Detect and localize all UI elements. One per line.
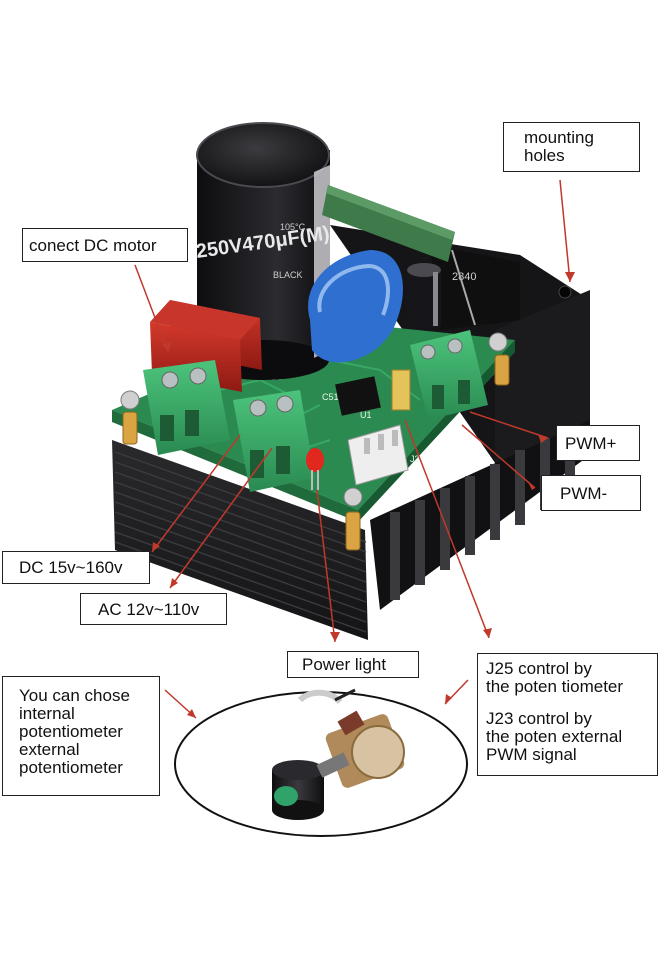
label-dc-input: DC 15v~160v xyxy=(2,551,150,584)
label-j23-line2: the poten external xyxy=(486,727,623,746)
power-led xyxy=(306,448,324,490)
leader-lines xyxy=(134,179,571,719)
blue-capacitor xyxy=(308,250,403,363)
label-pwm-minus-text: PWM- xyxy=(560,484,608,503)
silkscreen-c5: C51 xyxy=(322,392,339,402)
label-mounting-holes: mounting holes xyxy=(503,122,640,172)
label-j25-line2: the poten tiometer xyxy=(486,677,624,696)
label-pwm-plus: PWM+ xyxy=(556,425,640,461)
potentiometer-knob xyxy=(272,752,350,820)
terminal-block-pwm xyxy=(410,330,488,420)
terminal-block-power xyxy=(233,390,315,492)
jumper-header xyxy=(391,369,411,411)
label-dc-input-text: DC 15v~160v xyxy=(19,558,123,577)
ic-chip xyxy=(335,376,381,416)
label-conect-dc-motor: conect DC motor xyxy=(22,228,188,262)
label-potentiometer-line5: potentiometer xyxy=(19,758,123,777)
label-j25-line1: J25 control by xyxy=(486,659,592,678)
label-power-light-text: Power light xyxy=(302,655,387,674)
mounting-hole xyxy=(558,285,572,299)
small-capacitor xyxy=(407,263,441,328)
label-mounting-holes-line1: mounting xyxy=(524,128,594,147)
label-j23-line3: PWM signal xyxy=(486,745,577,764)
potentiometer-inset xyxy=(174,688,468,837)
label-pwm-plus-text: PWM+ xyxy=(565,434,617,453)
power-transistor xyxy=(430,245,520,330)
brass-standoffs xyxy=(122,354,510,551)
label-potentiometer-line2: internal xyxy=(19,704,75,723)
label-power-light: Power light xyxy=(287,651,419,678)
label-mounting-holes-line2: holes xyxy=(524,146,565,165)
potentiometer-body xyxy=(325,710,405,788)
label-ac-input-text: AC 12v~110v xyxy=(98,600,200,619)
silkscreen-u1: U1 xyxy=(360,410,372,420)
heatsink xyxy=(112,225,590,640)
transistor-marking: 2840 xyxy=(452,271,476,283)
leader-arrowheads xyxy=(152,272,575,718)
label-potentiometer-line3: potentiometer xyxy=(19,722,123,741)
silkscreen-j2: J2 xyxy=(410,454,420,464)
pwm-connector xyxy=(347,424,409,486)
label-ac-input: AC 12v~110v xyxy=(80,593,227,625)
capacitor-temp: 105°C xyxy=(280,222,306,232)
label-jumper-control: J25 control by the poten tiometer J23 co… xyxy=(477,653,658,776)
label-conect-dc-motor-text: conect DC motor xyxy=(29,236,157,255)
label-potentiometer-line4: external xyxy=(19,740,80,759)
capacitor-series: BLACK xyxy=(273,270,303,280)
label-pwm-minus: PWM- xyxy=(541,475,641,511)
label-potentiometer-choice: You can chose internal potentiometer ext… xyxy=(2,676,160,796)
label-j23-line1: J23 control by xyxy=(486,709,592,728)
power-resistor xyxy=(322,185,476,326)
terminal-block-motor xyxy=(143,360,230,455)
label-potentiometer-line1: You can chose xyxy=(19,686,130,705)
